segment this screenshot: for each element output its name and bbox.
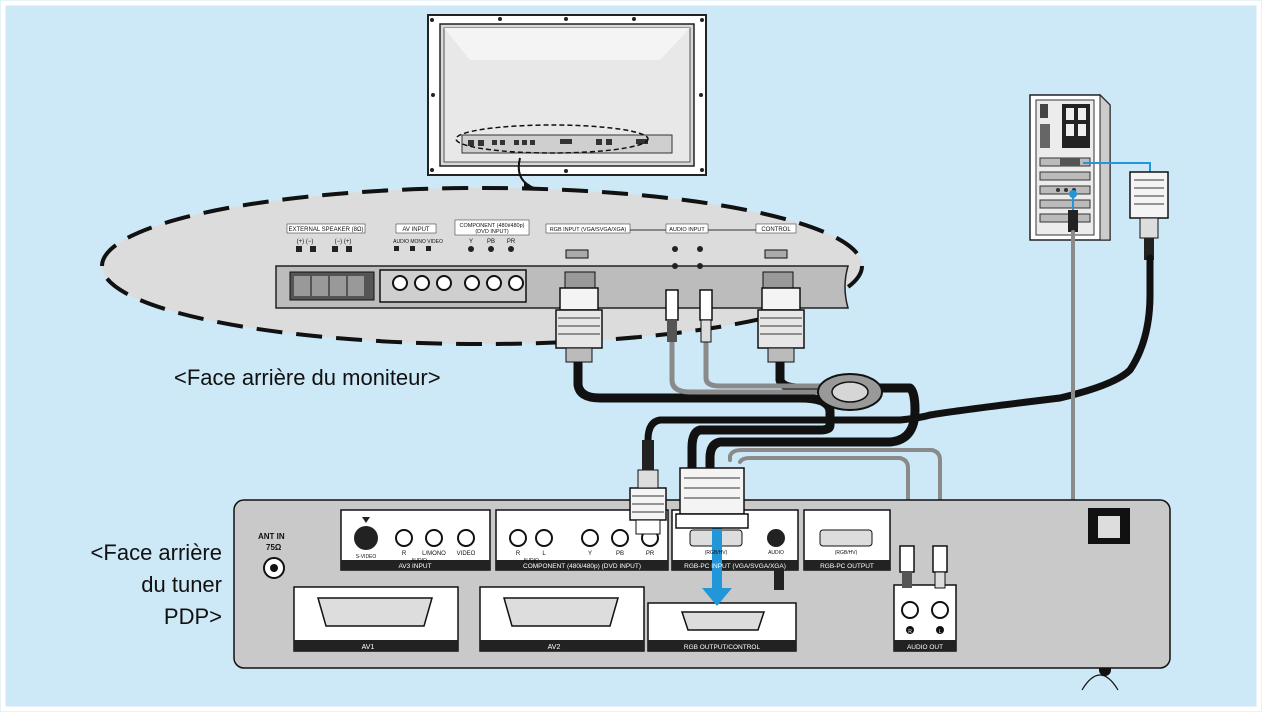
label-audio-out: AUDIO OUT	[907, 644, 943, 651]
label-control: CONTROL	[761, 227, 791, 233]
label-comp-y: Y	[469, 239, 473, 245]
label-audio-small: AUDIO	[768, 550, 784, 556]
label-speaker-pm: (+) (−)	[297, 239, 314, 245]
label-audio-out-r: R	[908, 629, 912, 635]
label-rgb-output-control: RGB OUTPUT/CONTROL	[684, 644, 761, 651]
label-av2: AV2	[548, 644, 561, 651]
label-ant-ohm: 75Ω	[266, 543, 282, 552]
label-comp-pb: PB	[616, 551, 624, 557]
label-av3-video: VIDEO	[457, 551, 476, 557]
caption-tuner-rear-1: <Face arrière	[91, 539, 222, 567]
caption-monitor-rear: <Face arrière du moniteur>	[174, 364, 441, 392]
label-comp-pr: PR	[646, 551, 655, 557]
label-comp-y: Y	[588, 551, 592, 557]
plasma-monitor	[428, 15, 706, 192]
label-av-input: AV INPUT	[402, 227, 430, 233]
label-speaker-mp: (−) (+)	[335, 239, 352, 245]
label-av3-lmono: L/MONO	[422, 551, 446, 557]
label-av1: AV1	[362, 644, 375, 651]
label-comp-r: R	[516, 551, 521, 557]
label-rgbpc-output: RGB-PC OUTPUT	[820, 563, 874, 570]
caption-tuner-rear-3: PDP>	[164, 603, 222, 631]
label-rgbhv-out: (RGB/HV)	[835, 550, 858, 556]
label-external-speaker: EXTERNAL SPEAKER (8Ω)	[289, 227, 364, 233]
label-rgb-input: RGB INPUT (VGA/SVGA/XGA)	[550, 227, 627, 233]
caption-tuner-rear-2: du tuner	[141, 571, 222, 599]
label-comp-pr: PR	[507, 239, 516, 245]
label-dvd-input: (DVD INPUT)	[475, 229, 508, 235]
label-audio-input: AUDIO INPUT	[669, 227, 705, 233]
pc-audio-plug	[1068, 210, 1078, 232]
label-comp-pb: PB	[487, 239, 495, 245]
label-av3-input: AV3 INPUT	[398, 563, 431, 570]
label-rgbhv-in: (RGB/HV)	[705, 550, 728, 556]
cable-clamp	[818, 374, 882, 410]
label-ant-in: ANT IN	[258, 532, 285, 541]
label-component: COMPONENT (480i/480p) (DVD INPUT)	[523, 563, 641, 570]
label-rgbpc-input: RGB-PC INPUT (VGA/SVGA/XGA)	[684, 563, 786, 570]
label-av-jacks: AUDIO MONO VIDEO	[393, 239, 443, 245]
label-av3-r: R	[402, 551, 407, 557]
label-audio-out-l: L	[939, 629, 942, 635]
label-svideo: S-VIDEO	[356, 554, 377, 560]
